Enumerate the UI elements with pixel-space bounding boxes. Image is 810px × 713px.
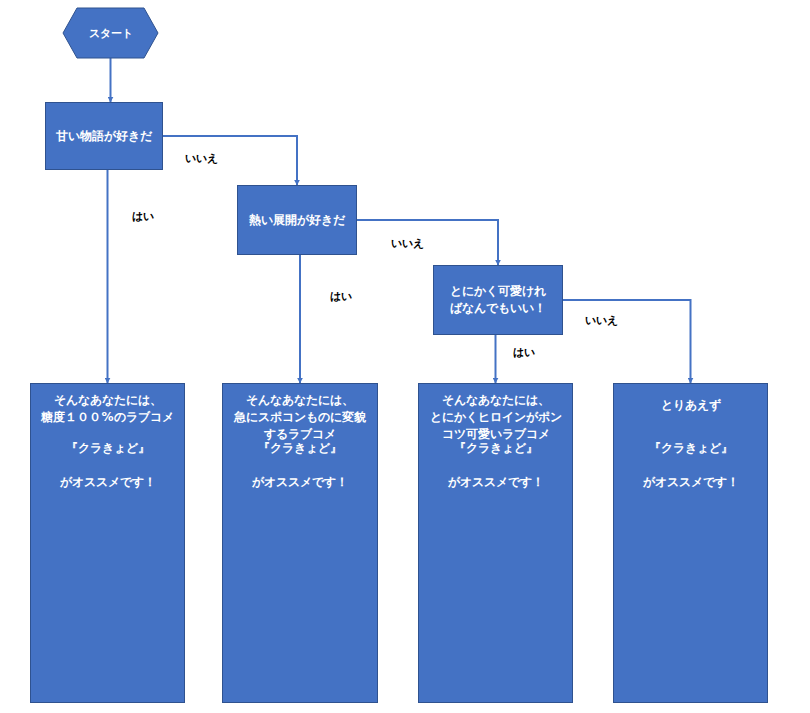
text-wrap: 甘い物語が好きだ [46, 103, 162, 169]
node-text: そんなあなたには、 糖度１００%のラブコメ [38, 392, 178, 426]
result-box: そんなあなたには、 急にスポコンものに変貌するラブコメ『クラきょど』がオススメで… [222, 383, 378, 703]
node-text: とりあえず [621, 397, 761, 414]
result-box: とりあえず『クラきょど』がオススメです！ [613, 383, 768, 703]
node-text: がオススメです！ [230, 474, 370, 491]
branch-label: いいえ [585, 314, 618, 327]
result-box: そんなあなたには、 とにかくヒロインがポンコツ可愛いラブコメ『クラきょど』がオス… [418, 383, 573, 703]
question-text: とにかく可愛ければなんでもいい！ [448, 283, 548, 317]
question-text: 甘い物語が好きだ [56, 128, 152, 145]
flow-arrow [357, 220, 498, 265]
node-text: がオススメです！ [426, 474, 566, 491]
branch-label: いいえ [391, 237, 424, 250]
flow-arrow [110, 58, 112, 102]
flow-arrow [299, 255, 301, 383]
text-wrap: 熱い展開が好きだ [238, 186, 356, 254]
decision-box: 甘い物語が好きだ [45, 102, 163, 170]
flow-arrow [107, 170, 109, 383]
node-text: そんなあなたには、 急にスポコンものに変貌するラブコメ [230, 392, 370, 443]
start-label: スタート [89, 25, 133, 42]
branch-label: はい [513, 346, 535, 359]
branch-label: はい [330, 290, 352, 303]
node-text: 『クラきょど』 [426, 440, 566, 457]
decision-box: 熱い展開が好きだ [237, 185, 357, 255]
text-wrap: スタート [63, 8, 158, 58]
flow-arrow [495, 335, 497, 383]
decision-box: とにかく可愛ければなんでもいい！ [433, 265, 563, 335]
node-text: そんなあなたには、 とにかくヒロインがポンコツ可愛いラブコメ [426, 392, 566, 443]
node-text: 『クラきょど』 [38, 440, 178, 457]
hexagon-shape [63, 8, 158, 58]
flow-arrow [563, 300, 691, 383]
branch-label: はい [132, 210, 154, 223]
branch-label: いいえ [185, 152, 218, 165]
flow-arrow [163, 136, 297, 185]
text-wrap: とにかく可愛ければなんでもいい！ [434, 266, 562, 334]
node-text: がオススメです！ [621, 474, 761, 491]
start-terminal: スタート [63, 8, 158, 58]
question-text: 熱い展開が好きだ [249, 212, 345, 229]
node-text: 『クラきょど』 [621, 440, 761, 457]
node-text: がオススメです！ [38, 474, 178, 491]
node-text: 『クラきょど』 [230, 440, 370, 457]
result-box: そんなあなたには、 糖度１００%のラブコメ『クラきょど』がオススメです！ [30, 383, 185, 703]
